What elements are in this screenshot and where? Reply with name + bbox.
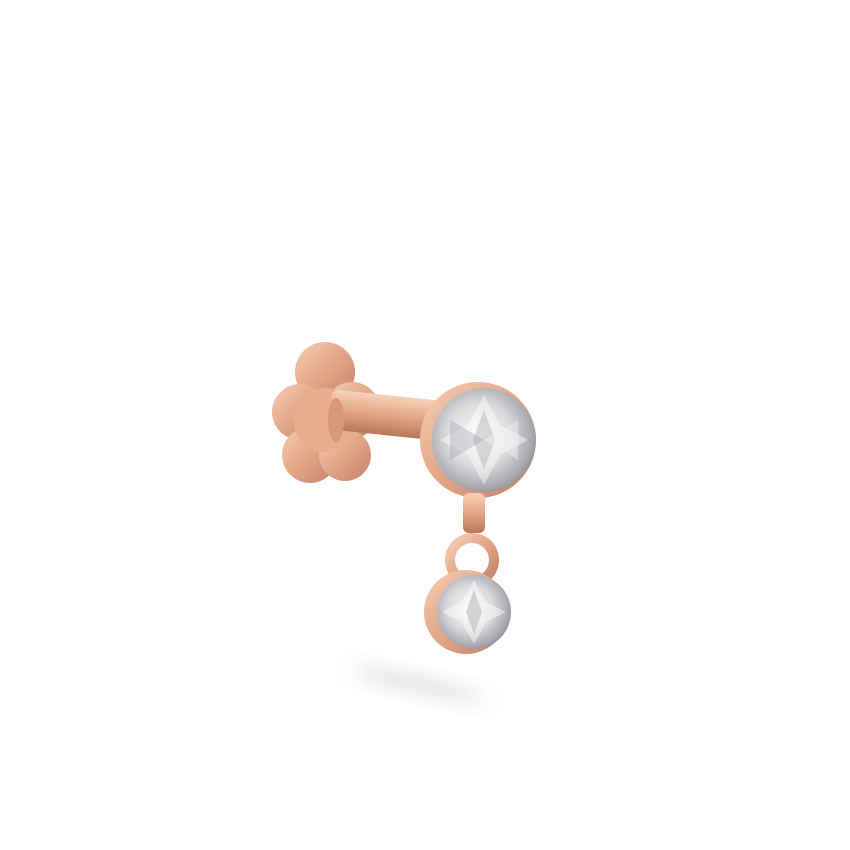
main-stone bbox=[420, 382, 536, 498]
shadow bbox=[351, 660, 489, 703]
jump-ring bbox=[445, 493, 499, 587]
drop-stone bbox=[424, 570, 511, 654]
post bbox=[328, 389, 442, 442]
